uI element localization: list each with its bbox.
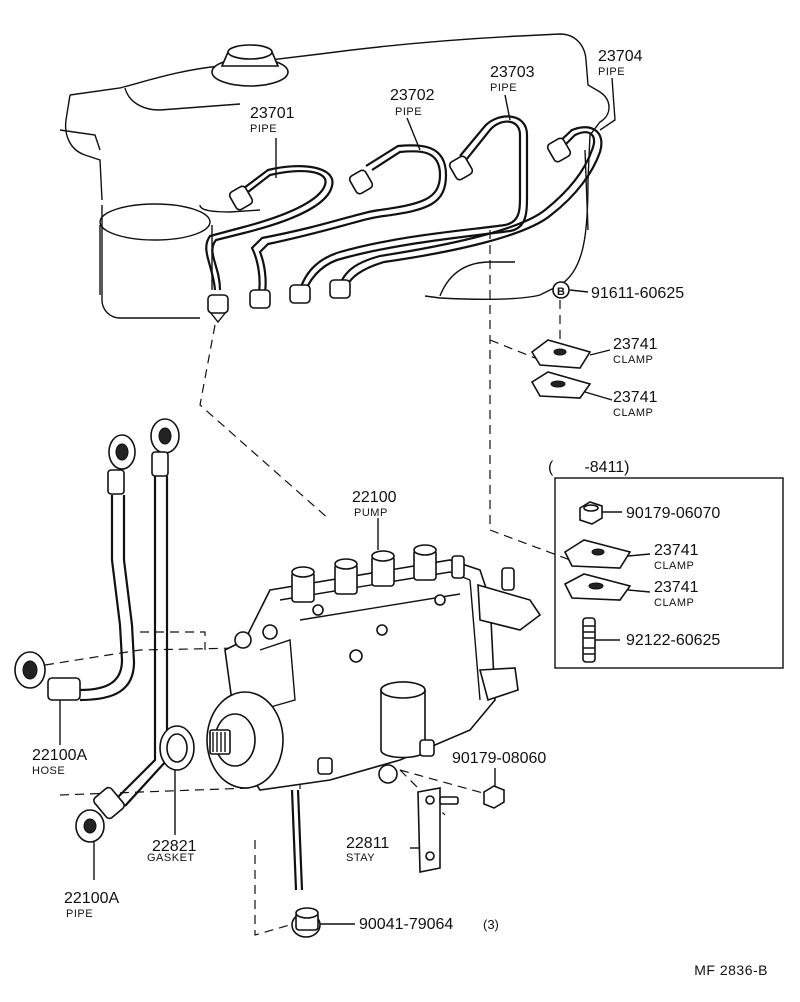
callout-23741-inset-upper: 23741 CLAMP [654, 542, 699, 572]
part-number: 23704 [598, 48, 643, 65]
part-number: 22100 [352, 489, 397, 506]
figure-code: MF 2836-B [694, 962, 768, 978]
callout-22100A-hose: 22100A HOSE [32, 747, 87, 777]
part-number: 91611-60625 [591, 285, 684, 302]
callout-90041-79064: 90041-79064 (3) [359, 916, 499, 933]
inset-box [554, 477, 784, 669]
pipe-end-nut [249, 289, 271, 309]
injector-nut [448, 155, 474, 181]
part-number: 90179-08060 [452, 750, 546, 767]
part-name: PIPE [66, 908, 93, 920]
part-number: 23741 [613, 336, 658, 353]
part-number: 90179-06070 [626, 505, 720, 522]
bolt-with-washer [291, 907, 321, 938]
figure-code-label: MF 2836-B [694, 962, 768, 978]
leader-lines [59, 77, 651, 925]
fuel-hose [14, 434, 136, 702]
part-name: GASKET [147, 852, 195, 864]
part-name: CLAMP [654, 560, 694, 572]
part-number: 23741 [613, 389, 658, 406]
bolt-b-symbol: B [552, 281, 570, 299]
part-name: CLAMP [613, 354, 653, 366]
callout-91611-60625: 91611-60625 [591, 285, 684, 302]
gasket [159, 725, 195, 771]
part-number: 22100A [64, 890, 119, 907]
part-quantity: (3) [483, 917, 499, 932]
callout-23703: 23703 PIPE [490, 64, 535, 94]
fuel-pipe [75, 418, 180, 843]
part-number: 23701 [250, 105, 295, 122]
injector-nut [348, 169, 374, 195]
part-number: 22811 [346, 835, 389, 852]
callout-23741-upper: 23741 CLAMP [613, 336, 658, 366]
part-name: CLAMP [613, 407, 653, 419]
stay-bracket [417, 787, 459, 873]
pipe-end-nut [289, 284, 311, 304]
part-number: 22821 [152, 838, 197, 855]
nut [579, 501, 603, 525]
inset-range-label: ( -8411) [548, 459, 630, 476]
engine-block [59, 33, 610, 319]
part-number: 23703 [490, 64, 535, 81]
inset-range: ( -8411) [548, 459, 630, 476]
part-number: 23702 [390, 87, 435, 104]
inset-clamp-upper [563, 539, 632, 569]
callout-92122-60625: 92122-60625 [626, 632, 720, 649]
delivery-valve [291, 566, 315, 603]
callout-23741-lower: 23741 CLAMP [613, 389, 658, 419]
nut-small [483, 785, 505, 809]
part-number: 23741 [654, 579, 699, 596]
part-name: PIPE [250, 123, 277, 135]
injection-pump [206, 544, 542, 891]
delivery-valve [334, 558, 358, 595]
callout-22100A-pipe: 22100A PIPE [64, 890, 119, 920]
part-number: 92122-60625 [626, 632, 720, 649]
pipe-end-nut [207, 294, 229, 314]
callout-90179-06070: 90179-06070 [626, 505, 720, 522]
callout-90179-08060: 90179-08060 [452, 750, 546, 767]
inset-clamp-lower [563, 573, 632, 601]
callout-23704: 23704 PIPE [598, 48, 643, 78]
stud-bolt [582, 617, 596, 663]
callout-22100-pump: 22100 PUMP [352, 489, 397, 519]
clamp-upper [530, 339, 592, 369]
part-name: PIPE [598, 66, 625, 78]
injector-nut [546, 137, 572, 163]
part-number: 90041-79064 [359, 916, 453, 933]
callout-22821-gasket: 22821 GASKET [147, 838, 197, 864]
part-number: 23741 [654, 542, 699, 559]
callout-23701: 23701 PIPE [250, 105, 295, 135]
part-name: PIPE [395, 106, 422, 118]
part-name: STAY [346, 852, 375, 864]
delivery-valve [413, 544, 437, 581]
marker-b: B [557, 286, 565, 298]
part-name: HOSE [32, 765, 65, 777]
callout-22811-stay: 22811 STAY [346, 835, 389, 864]
delivery-valve [371, 550, 395, 587]
part-name: PIPE [490, 82, 517, 94]
clamp-lower [530, 371, 592, 399]
injector-nut [228, 185, 254, 211]
part-number: 22100A [32, 747, 87, 764]
callout-23702: 23702 PIPE [390, 87, 435, 118]
part-name: PUMP [354, 507, 388, 519]
callout-23741-inset-lower: 23741 CLAMP [654, 579, 699, 609]
injection-pipes [205, 115, 603, 324]
pipe-end-nut [329, 279, 351, 299]
part-name: CLAMP [654, 597, 694, 609]
